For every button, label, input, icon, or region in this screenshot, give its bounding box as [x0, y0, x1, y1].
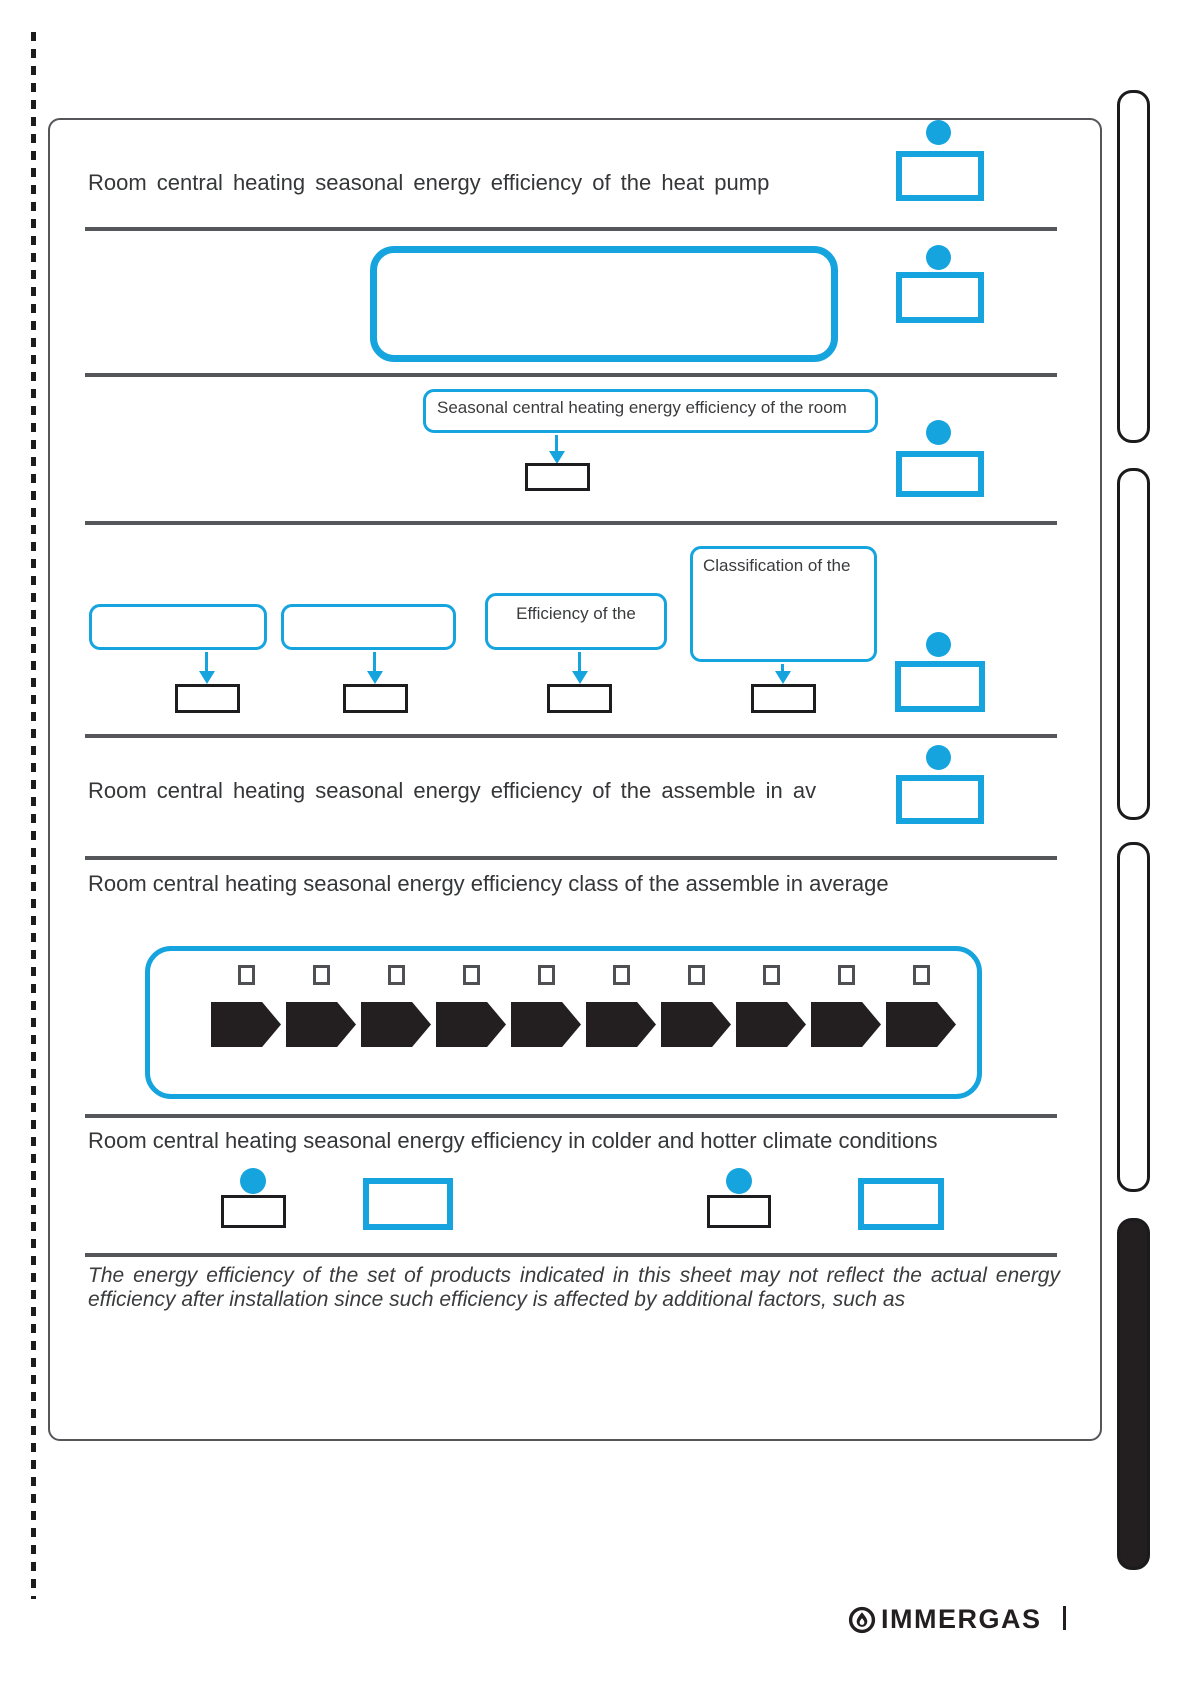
marker-dot-icon [926, 745, 951, 770]
marker-dot-icon [926, 120, 951, 145]
section-separator [85, 1253, 1057, 1257]
class-checkbox[interactable] [537, 965, 555, 985]
marker-value-box[interactable] [896, 775, 984, 824]
class-checkbox[interactable] [837, 965, 855, 985]
callout-box-room-efficiency: Seasonal central heating energy efficien… [423, 389, 878, 433]
class-checkbox[interactable] [687, 965, 705, 985]
value-entry-box[interactable] [343, 684, 408, 713]
down-arrow-icon [572, 671, 588, 684]
class-arrow-icon [811, 1002, 881, 1047]
section-separator [85, 521, 1057, 525]
value-entry-box[interactable] [751, 684, 816, 713]
index-tab [1117, 468, 1150, 820]
down-arrow-icon [578, 652, 581, 673]
class-position [736, 965, 806, 1047]
class-arrow-icon [286, 1002, 356, 1047]
class-position [286, 965, 356, 1047]
disclaimer-note: The energy efficiency of the set of prod… [88, 1264, 1060, 1311]
down-arrow-icon [199, 671, 215, 684]
class-checkbox[interactable] [762, 965, 780, 985]
marker-value-box[interactable] [858, 1178, 944, 1230]
class-position [586, 965, 656, 1047]
value-entry-box[interactable] [525, 463, 590, 491]
marker-dot-icon [240, 1168, 266, 1194]
class-checkbox[interactable] [387, 965, 405, 985]
class-arrow-icon [211, 1002, 281, 1047]
footer-divider [1063, 1606, 1066, 1630]
marker-value-box[interactable] [896, 272, 984, 323]
class-arrow-icon [511, 1002, 581, 1047]
down-arrow-icon [205, 652, 208, 673]
section-heading-climate: Room central heating seasonal energy eff… [88, 1128, 938, 1153]
down-arrow-icon [373, 652, 376, 673]
marker-dot-icon [926, 245, 951, 270]
value-entry-box[interactable] [221, 1195, 286, 1228]
marker-value-box[interactable] [895, 661, 985, 712]
index-tab-active [1117, 1218, 1150, 1570]
index-tab [1117, 90, 1150, 443]
value-entry-box[interactable] [707, 1195, 771, 1228]
value-entry-box[interactable] [547, 684, 612, 713]
section-heading-heat-pump: Room central heating seasonal energy eff… [88, 170, 770, 195]
marker-value-box[interactable] [896, 151, 984, 201]
callout-box-empty [281, 604, 456, 650]
class-arrow-icon [661, 1002, 731, 1047]
class-arrow-icon [886, 1002, 956, 1047]
value-entry-box[interactable] [175, 684, 240, 713]
brand-wordmark: IMMERGAS [881, 1604, 1042, 1634]
section-separator [85, 1114, 1057, 1118]
down-arrow-icon [555, 435, 558, 452]
section-separator [85, 856, 1057, 860]
brand-flame-icon [848, 1606, 876, 1634]
class-checkbox[interactable] [462, 965, 480, 985]
callout-box-classification: Classification of the [690, 546, 877, 662]
marker-dot-icon [926, 420, 951, 445]
class-arrow-icon [436, 1002, 506, 1047]
section-separator [85, 227, 1057, 231]
class-arrow-icon [736, 1002, 806, 1047]
down-arrow-icon [367, 671, 383, 684]
section-separator [85, 734, 1057, 738]
class-position [886, 965, 956, 1047]
callout-box-empty [370, 246, 838, 362]
class-checkbox[interactable] [912, 965, 930, 985]
section-heading-assembly: Room central heating seasonal energy eff… [88, 778, 817, 803]
callout-box-efficiency: Efficiency of the [485, 593, 667, 650]
class-checkbox[interactable] [237, 965, 255, 985]
marker-dot-icon [726, 1168, 752, 1194]
down-arrow-icon [775, 671, 791, 684]
class-position [361, 965, 431, 1047]
cut-line [31, 32, 36, 1599]
class-position [211, 965, 281, 1047]
class-position [436, 965, 506, 1047]
marker-value-box[interactable] [896, 451, 984, 497]
marker-dot-icon [926, 632, 951, 657]
class-scale [211, 965, 956, 1047]
class-checkbox[interactable] [312, 965, 330, 985]
section-heading-class: Room central heating seasonal energy eff… [88, 871, 889, 896]
class-arrow-icon [361, 1002, 431, 1047]
down-arrow-icon [781, 664, 784, 673]
class-checkbox[interactable] [612, 965, 630, 985]
section-separator [85, 373, 1057, 377]
class-position [511, 965, 581, 1047]
index-tab [1117, 842, 1150, 1192]
marker-value-box[interactable] [363, 1178, 453, 1230]
class-position [811, 965, 881, 1047]
class-position [661, 965, 731, 1047]
down-arrow-icon [549, 451, 565, 464]
callout-box-empty [89, 604, 267, 650]
class-arrow-icon [586, 1002, 656, 1047]
